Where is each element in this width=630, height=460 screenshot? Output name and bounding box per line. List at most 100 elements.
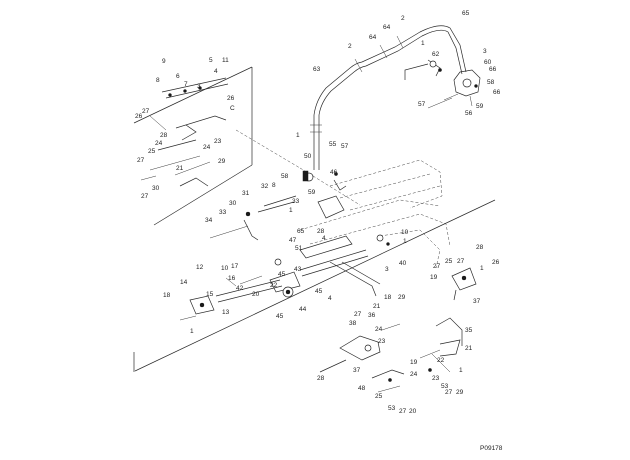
callout-c-3c: 3 xyxy=(385,266,389,273)
callout-c-ref: P09178 xyxy=(480,445,503,452)
callout-c-35: 35 xyxy=(465,327,473,334)
callout-c-57b: 57 xyxy=(341,143,349,150)
callout-c-62: 62 xyxy=(432,51,440,58)
callout-c-14: 14 xyxy=(180,279,188,286)
callout-c-1f: 1 xyxy=(480,265,484,272)
callout-c-53b: 53 xyxy=(388,405,396,412)
callout-c-22b: 22 xyxy=(437,357,445,364)
callout-c-66a: 66 xyxy=(489,66,497,73)
callout-c-51: 51 xyxy=(295,245,303,252)
callout-c-44: 44 xyxy=(299,306,307,313)
callout-c-8b: 8 xyxy=(272,182,276,189)
callout-c-18a: 18 xyxy=(384,294,392,301)
callout-c-30: 30 xyxy=(152,185,160,192)
callout-c-34: 34 xyxy=(205,217,213,224)
callout-c-28b: 28 xyxy=(317,228,325,235)
callout-c-23c: 23 xyxy=(432,375,440,382)
callout-c-29c: 29 xyxy=(456,389,464,396)
callout-c-66b: 66 xyxy=(493,89,501,96)
callout-c-36: 36 xyxy=(368,312,376,319)
callout-c-37b: 37 xyxy=(353,367,361,374)
callout-c-23: 23 xyxy=(214,138,222,145)
callout-c-30b: 30 xyxy=(229,200,237,207)
callout-c-33b: 33 xyxy=(292,198,300,205)
callout-c-8: 8 xyxy=(156,77,160,84)
callout-c-42: 42 xyxy=(236,285,244,292)
callout-c-24c: 24 xyxy=(375,326,383,333)
callout-c-2b: 2 xyxy=(348,43,352,50)
callout-c-27c: 27 xyxy=(141,193,149,200)
callout-c-17: 17 xyxy=(231,263,239,270)
main-frame xyxy=(299,159,451,269)
upper-right-linkage xyxy=(404,59,481,109)
bottom-levers xyxy=(319,323,432,393)
callout-c-16: 16 xyxy=(228,275,236,282)
callout-c-64: 64 xyxy=(383,24,391,31)
callout-c-12: 12 xyxy=(196,264,204,271)
callout-c-24d: 24 xyxy=(410,371,418,378)
callout-c-45c: 45 xyxy=(276,313,284,320)
callout-c-53a: 53 xyxy=(441,383,449,390)
callout-c-28c: 28 xyxy=(476,244,484,251)
callout-c-25a: 25 xyxy=(148,148,156,155)
callout-c-45a: 45 xyxy=(278,271,286,278)
callout-c-63: 63 xyxy=(313,66,321,73)
callout-c-59b: 59 xyxy=(308,189,316,196)
callout-c-27f: 27 xyxy=(354,311,362,318)
callout-c-20b: 20 xyxy=(409,408,417,415)
callout-c-48: 48 xyxy=(358,385,366,392)
callout-c-26b: 26 xyxy=(135,113,143,120)
callout-c-50: 50 xyxy=(304,153,312,160)
callout-c-65b: 65 xyxy=(297,228,305,235)
callout-c-26: 26 xyxy=(227,95,235,102)
upper-left-subassembly xyxy=(140,77,229,187)
lower-left-pedal xyxy=(179,275,294,321)
callout-c-45b: 45 xyxy=(315,288,323,295)
callout-c-21c: 21 xyxy=(465,345,473,352)
callout-c-10b: 10 xyxy=(221,265,229,272)
callout-c-24a: 24 xyxy=(155,140,163,147)
panel-outlines xyxy=(133,66,496,372)
callout-c-55: 55 xyxy=(329,141,337,148)
callout-c-3b: 3 xyxy=(197,83,201,90)
callout-c-6: 6 xyxy=(176,73,180,80)
callout-c-20: 20 xyxy=(252,291,260,298)
callout-c-65: 65 xyxy=(462,10,470,17)
callout-c-3: 3 xyxy=(483,48,487,55)
callout-c-15: 15 xyxy=(206,291,214,298)
callout-c-33a: 33 xyxy=(219,209,227,216)
callout-c-c: C xyxy=(230,105,235,112)
right-pedal xyxy=(419,267,477,373)
callout-c-59: 59 xyxy=(476,103,484,110)
callout-c-18b: 18 xyxy=(163,292,171,299)
callout-c-25c: 25 xyxy=(375,393,383,400)
callout-c-1g: 1 xyxy=(459,367,463,374)
callout-c-28d: 28 xyxy=(317,375,325,382)
callout-c-4c: 4 xyxy=(328,295,332,302)
callout-c-37a: 37 xyxy=(473,298,481,305)
callout-c-26c: 26 xyxy=(492,259,500,266)
callout-c-1d: 1 xyxy=(403,238,407,245)
callout-c-43: 43 xyxy=(294,266,302,273)
callout-c-47: 47 xyxy=(289,237,297,244)
callout-c-1c: 1 xyxy=(289,207,293,214)
callout-c-29b: 29 xyxy=(398,294,406,301)
callout-c-58b: 58 xyxy=(281,173,289,180)
callout-c-2a: 2 xyxy=(401,15,405,22)
callout-c-21b: 21 xyxy=(373,303,381,310)
callout-c-56: 56 xyxy=(465,110,473,117)
callout-c-27e: 27 xyxy=(433,263,441,270)
callout-c-7: 7 xyxy=(184,81,188,88)
callout-c-5: 5 xyxy=(209,57,213,64)
callout-c-46: 46 xyxy=(330,169,338,176)
callout-c-60: 60 xyxy=(484,59,492,66)
callout-c-1e: 1 xyxy=(190,328,194,335)
callout-c-38: 38 xyxy=(349,320,357,327)
callout-c-57: 57 xyxy=(418,101,426,108)
callout-c-64b: 64 xyxy=(369,34,377,41)
callout-c-4b: 4 xyxy=(322,235,326,242)
callout-c-13: 13 xyxy=(222,309,230,316)
callout-c-9: 9 xyxy=(162,58,166,65)
